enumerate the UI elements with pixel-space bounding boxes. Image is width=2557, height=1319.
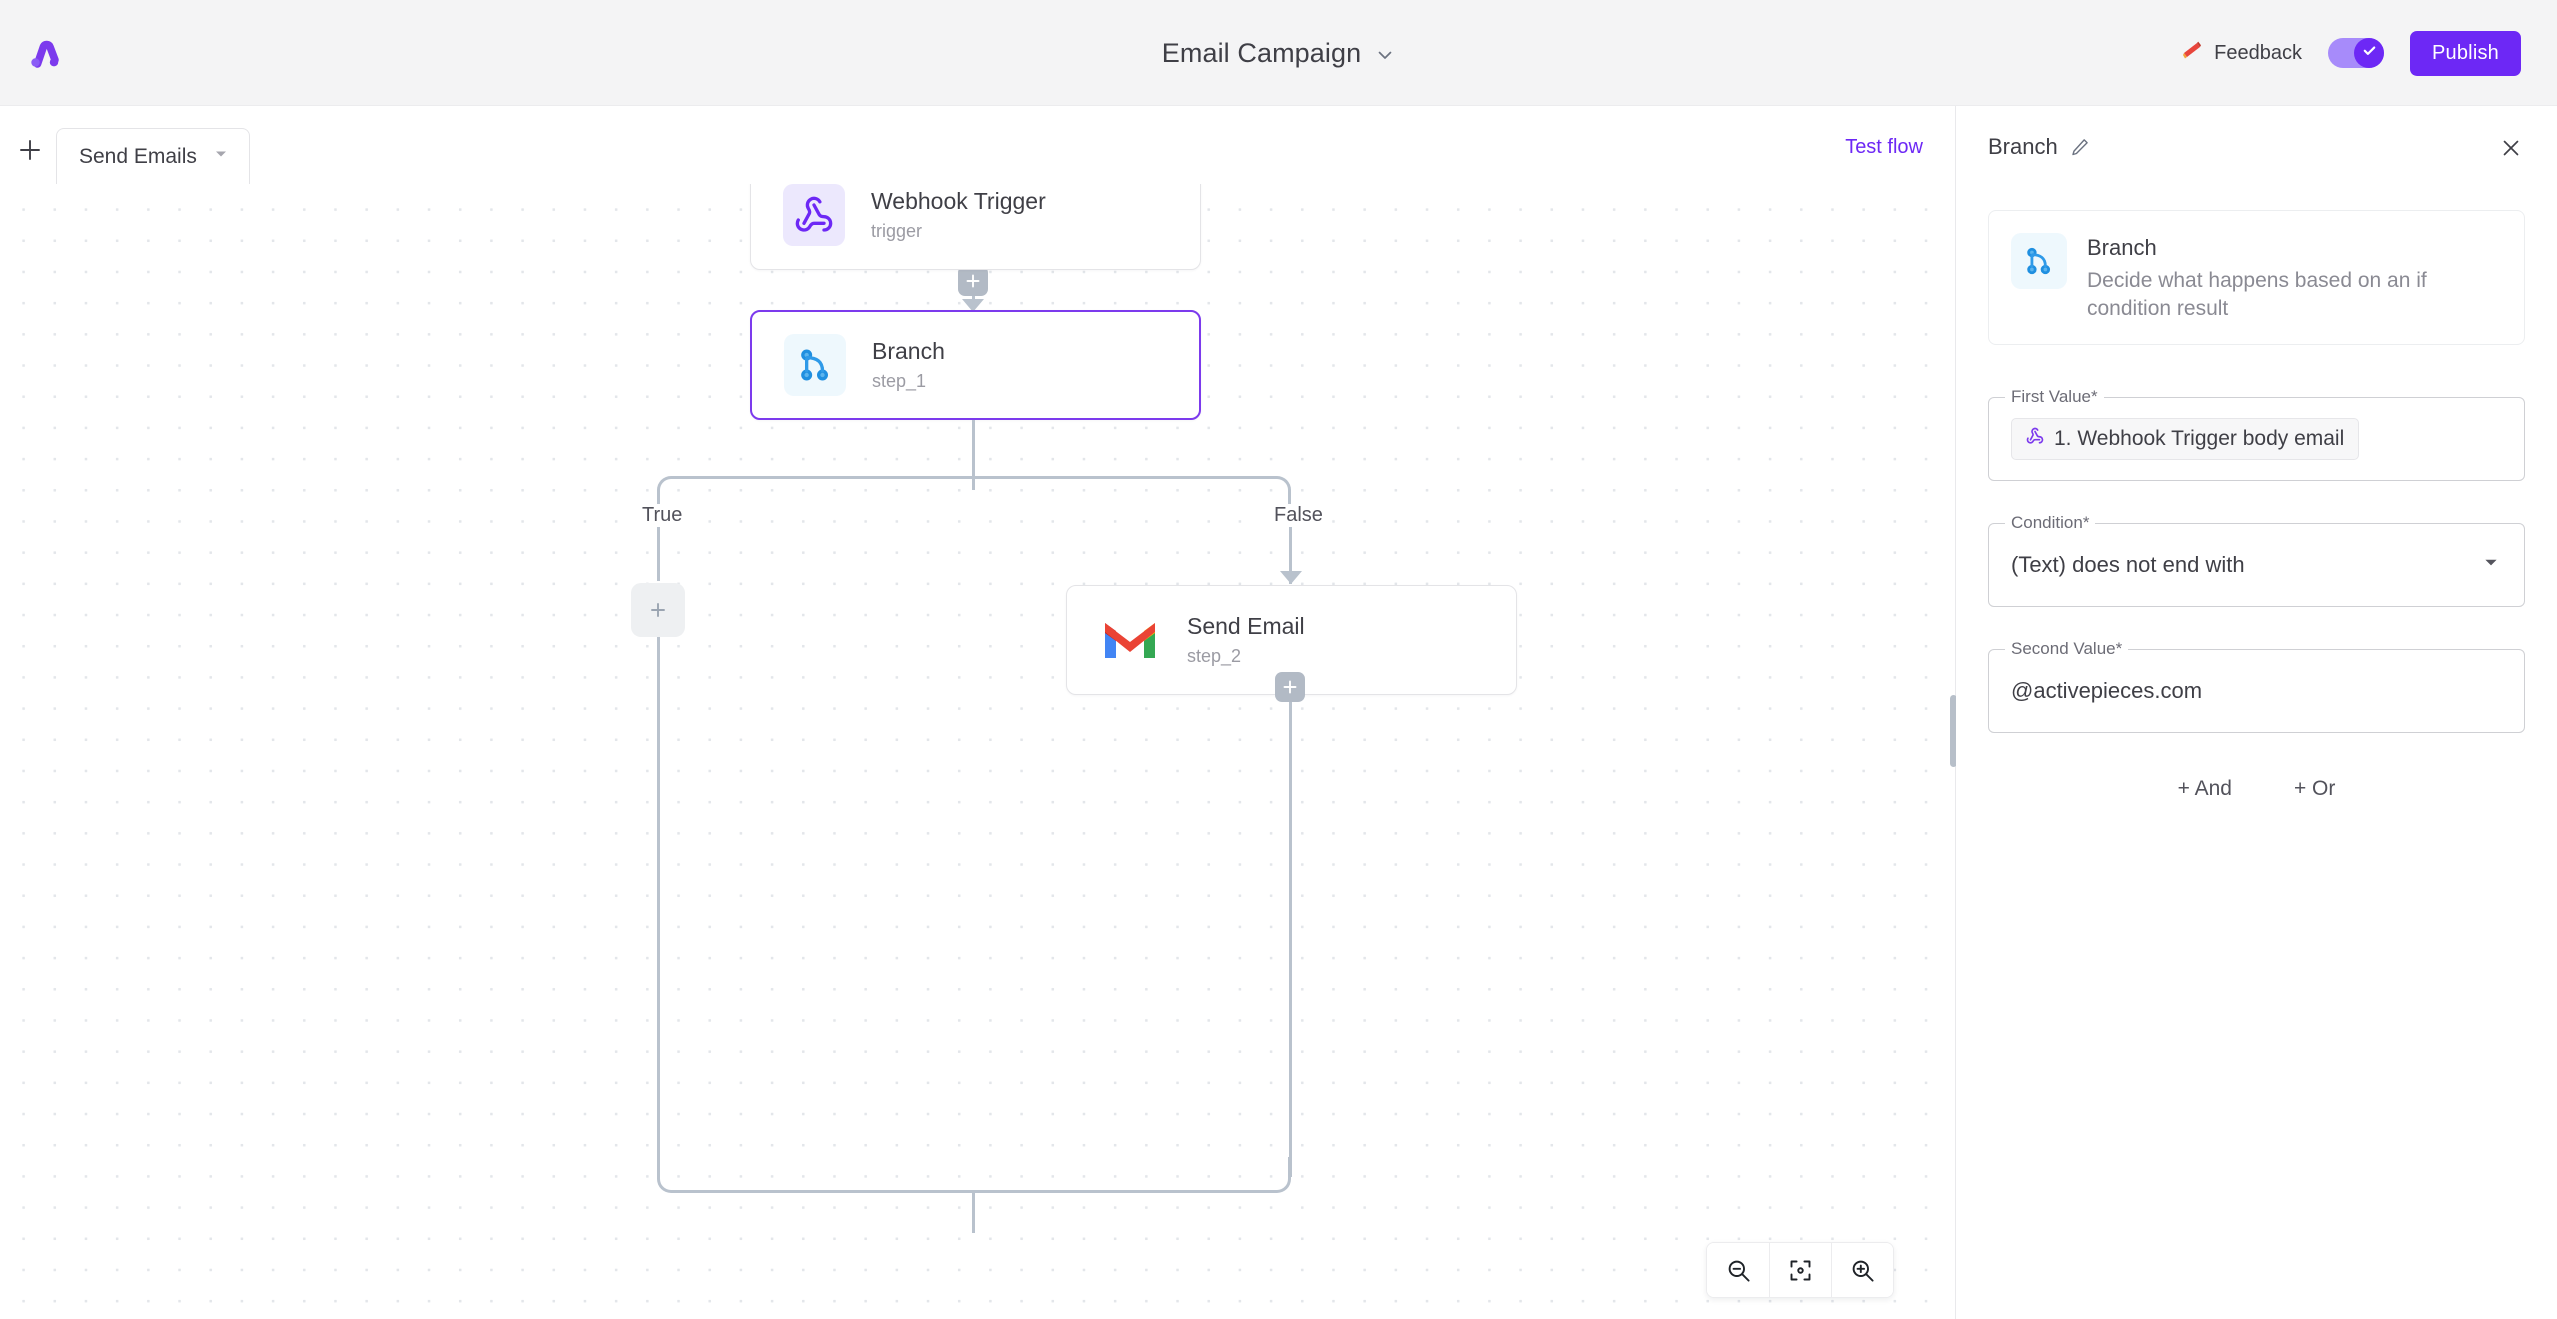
edge-send-email-tail	[1289, 695, 1292, 1177]
branch-label-true: True	[634, 504, 691, 527]
edge-arrowhead-false	[1280, 571, 1302, 584]
add-step-button-trigger-branch[interactable]	[958, 266, 988, 296]
add-step-button-true-branch[interactable]	[631, 583, 685, 637]
feedback-button[interactable]: Feedback	[2180, 38, 2302, 68]
piece-info-text: Branch Decide what happens based on an i…	[2087, 233, 2457, 322]
node-title: Branch	[872, 338, 945, 364]
close-icon[interactable]	[2495, 132, 2527, 164]
chevron-down-icon[interactable]	[1375, 45, 1395, 65]
node-text: Webhook Trigger trigger	[871, 188, 1046, 242]
panel-title: Branch	[1988, 134, 2058, 159]
piece-info-card: Branch Decide what happens based on an i…	[1988, 210, 2525, 346]
add-flow-button[interactable]	[8, 128, 52, 172]
edge-merge-tail	[972, 1193, 975, 1233]
node-text: Send Email step_2	[1187, 613, 1305, 667]
node-step-id: step_2	[1187, 646, 1242, 666]
add-or-condition-button[interactable]: + Or	[2284, 771, 2345, 807]
node-webhook-trigger[interactable]: Webhook Trigger trigger	[750, 184, 1201, 270]
webhook-icon	[783, 184, 845, 246]
panel-header: Branch	[1956, 106, 2557, 188]
focus-frame-icon[interactable]	[1769, 1243, 1831, 1297]
add-and-condition-button[interactable]: + And	[2168, 771, 2242, 807]
branch-icon	[784, 334, 846, 396]
page-title[interactable]: Email Campaign	[1161, 37, 1362, 68]
first-value-chip-label: 1. Webhook Trigger body email	[2054, 427, 2345, 451]
second-value-label: Second Value*	[2005, 639, 2129, 660]
first-value-label: First Value*	[2005, 387, 2104, 408]
edge-false-drop-upper	[1289, 512, 1292, 542]
edge-true-drop-lower	[657, 539, 660, 581]
node-send-email[interactable]: Send Email step_2	[1066, 585, 1517, 695]
edge-true-tail	[657, 637, 660, 1177]
branch-icon	[2011, 233, 2067, 289]
edge-branch-true-curve	[657, 476, 975, 512]
edge-false-drop-lower	[1289, 539, 1292, 584]
top-bar: Email Campaign Feedback	[0, 0, 2557, 106]
flow-toolbar: Send Emails Test flow	[0, 106, 1955, 184]
flow-title-group: Email Campaign	[0, 0, 2557, 106]
piece-name: Branch	[2087, 235, 2157, 260]
edge-branch-stem	[972, 420, 975, 490]
edge-true-drop-upper	[657, 512, 660, 542]
node-branch[interactable]: Branch step_1	[750, 310, 1201, 420]
zoom-out-icon[interactable]	[1707, 1243, 1769, 1297]
pencil-icon[interactable]	[2070, 137, 2090, 157]
second-value-field[interactable]: Second Value* @activepieces.com	[1988, 639, 2525, 734]
node-step-id: step_1	[872, 371, 927, 391]
second-value-input[interactable]: @activepieces.com	[2011, 678, 2203, 704]
activepieces-logo-icon[interactable]	[18, 28, 70, 80]
edge-branch-false-curve	[972, 476, 1291, 512]
gmail-icon	[1099, 609, 1161, 671]
zoom-in-icon[interactable]	[1831, 1243, 1893, 1297]
canvas-scrollbar[interactable]	[1950, 695, 1957, 767]
step-settings-panel: Branch	[1956, 106, 2557, 1319]
condition-value: (Text) does not end with	[2011, 552, 2245, 578]
publish-button[interactable]: Publish	[2410, 30, 2521, 76]
piece-description: Decide what happens based on an if condi…	[2087, 269, 2427, 320]
logic-buttons: + And + Or	[1956, 771, 2557, 807]
first-value-field[interactable]: First Value* 1. Webhook Trigger body ema…	[1988, 387, 2525, 482]
check-icon	[2361, 42, 2378, 64]
flow-canvas[interactable]: Webhook Trigger trigger Branch step_1	[0, 184, 1955, 1319]
top-bar-actions: Feedback Publish	[2180, 0, 2521, 106]
edge-merge-right	[972, 1157, 1291, 1193]
flow-enabled-toggle[interactable]	[2328, 38, 2384, 68]
tab-label: Send Emails	[79, 144, 197, 168]
branch-label-false: False	[1266, 504, 1331, 527]
node-title: Webhook Trigger	[871, 188, 1046, 214]
first-value-chip[interactable]: 1. Webhook Trigger body email	[2011, 418, 2360, 461]
edge-arrowhead	[962, 299, 984, 312]
node-text: Branch step_1	[872, 338, 945, 392]
node-title: Send Email	[1187, 613, 1305, 639]
caret-down-icon[interactable]	[2482, 554, 2500, 577]
feedback-label: Feedback	[2214, 41, 2302, 64]
add-step-button-after-send-email[interactable]	[1275, 672, 1305, 702]
node-step-id: trigger	[871, 221, 923, 241]
condition-select[interactable]: Condition* (Text) does not end with	[1988, 513, 2525, 608]
tab-send-emails[interactable]: Send Emails	[56, 128, 250, 184]
zoom-controls	[1706, 1242, 1894, 1298]
edge-merge-left	[657, 1157, 975, 1193]
megaphone-icon	[2180, 38, 2204, 68]
test-flow-button[interactable]: Test flow	[1845, 136, 1923, 158]
webhook-icon	[2026, 427, 2044, 451]
condition-label: Condition*	[2005, 513, 2096, 534]
caret-down-icon[interactable]	[213, 146, 229, 167]
toggle-knob	[2354, 38, 2384, 68]
